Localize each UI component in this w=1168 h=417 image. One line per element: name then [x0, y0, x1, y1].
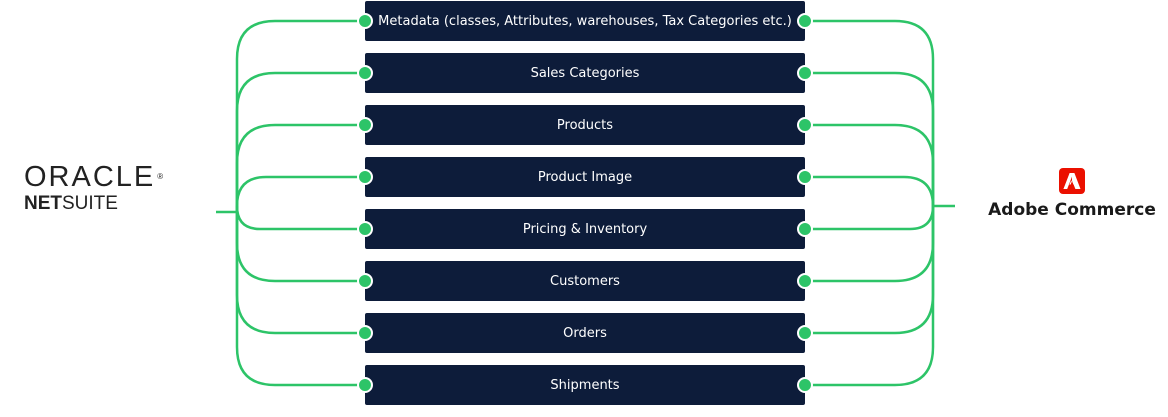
connector-line: [805, 71, 935, 206]
left-connector-dot: [357, 117, 373, 133]
netsuite-wordmark: NETSUITE: [24, 193, 118, 214]
flow-label: Shipments: [550, 377, 620, 393]
connector-line: [805, 206, 935, 335]
right-connector-dot: [797, 117, 813, 133]
flow-label: Customers: [550, 273, 620, 289]
right-connector-dot: [797, 273, 813, 289]
left-connector-dot: [357, 13, 373, 29]
adobe-commerce-logo: Adobe Commerce: [982, 168, 1162, 220]
flow-bar: Products: [365, 105, 805, 145]
flow-label: Orders: [563, 325, 607, 341]
flow-bar: Metadata (classes, Attributes, warehouse…: [365, 1, 805, 41]
connector-line: [235, 205, 365, 231]
oracle-wordmark: ORACLE®: [24, 161, 166, 193]
flow-label: Metadata (classes, Attributes, warehouse…: [378, 13, 792, 29]
adobe-icon: [1059, 168, 1085, 194]
connector-line: [805, 123, 935, 206]
oracle-netsuite-logo: ORACLE® NETSUITE: [24, 162, 165, 216]
right-connector-dot: [797, 65, 813, 81]
flow-bar: Product Image: [365, 157, 805, 197]
flow-bar: Pricing & Inventory: [365, 209, 805, 249]
left-connector-dot: [357, 325, 373, 341]
left-connector-dot: [357, 273, 373, 289]
connector-line: [805, 206, 935, 387]
left-connector-dot: [357, 169, 373, 185]
connector-line: [805, 206, 935, 283]
connector-line: [235, 19, 365, 206]
adobe-commerce-name: Adobe Commerce: [988, 200, 1156, 220]
left-connector-dot: [357, 221, 373, 237]
left-connector-dot: [357, 65, 373, 81]
connector-line: [216, 206, 239, 214]
flow-label: Sales Categories: [530, 65, 640, 81]
connector-line: [235, 175, 365, 207]
right-connector-dot: [797, 221, 813, 237]
flow-bar: Customers: [365, 261, 805, 301]
right-connector-dot: [797, 13, 813, 29]
flow-label: Pricing & Inventory: [522, 221, 648, 237]
connector-line: [805, 205, 935, 231]
connector-line: [235, 71, 365, 206]
right-connector-dot: [797, 325, 813, 341]
left-connector-dot: [357, 377, 373, 393]
connector-line: [805, 19, 935, 206]
connector-line: [805, 175, 935, 207]
connector-line: [235, 206, 365, 283]
flow-label: Products: [556, 117, 614, 133]
right-connector-dot: [797, 377, 813, 393]
connector-line: [235, 206, 365, 335]
flow-bar: Sales Categories: [365, 53, 805, 93]
flow-bar: Shipments: [365, 365, 805, 405]
connector-line: [235, 206, 365, 387]
right-connector-dot: [797, 169, 813, 185]
flow-label: Product Image: [537, 169, 633, 185]
connector-line: [235, 123, 365, 206]
flow-bar: Orders: [365, 313, 805, 353]
